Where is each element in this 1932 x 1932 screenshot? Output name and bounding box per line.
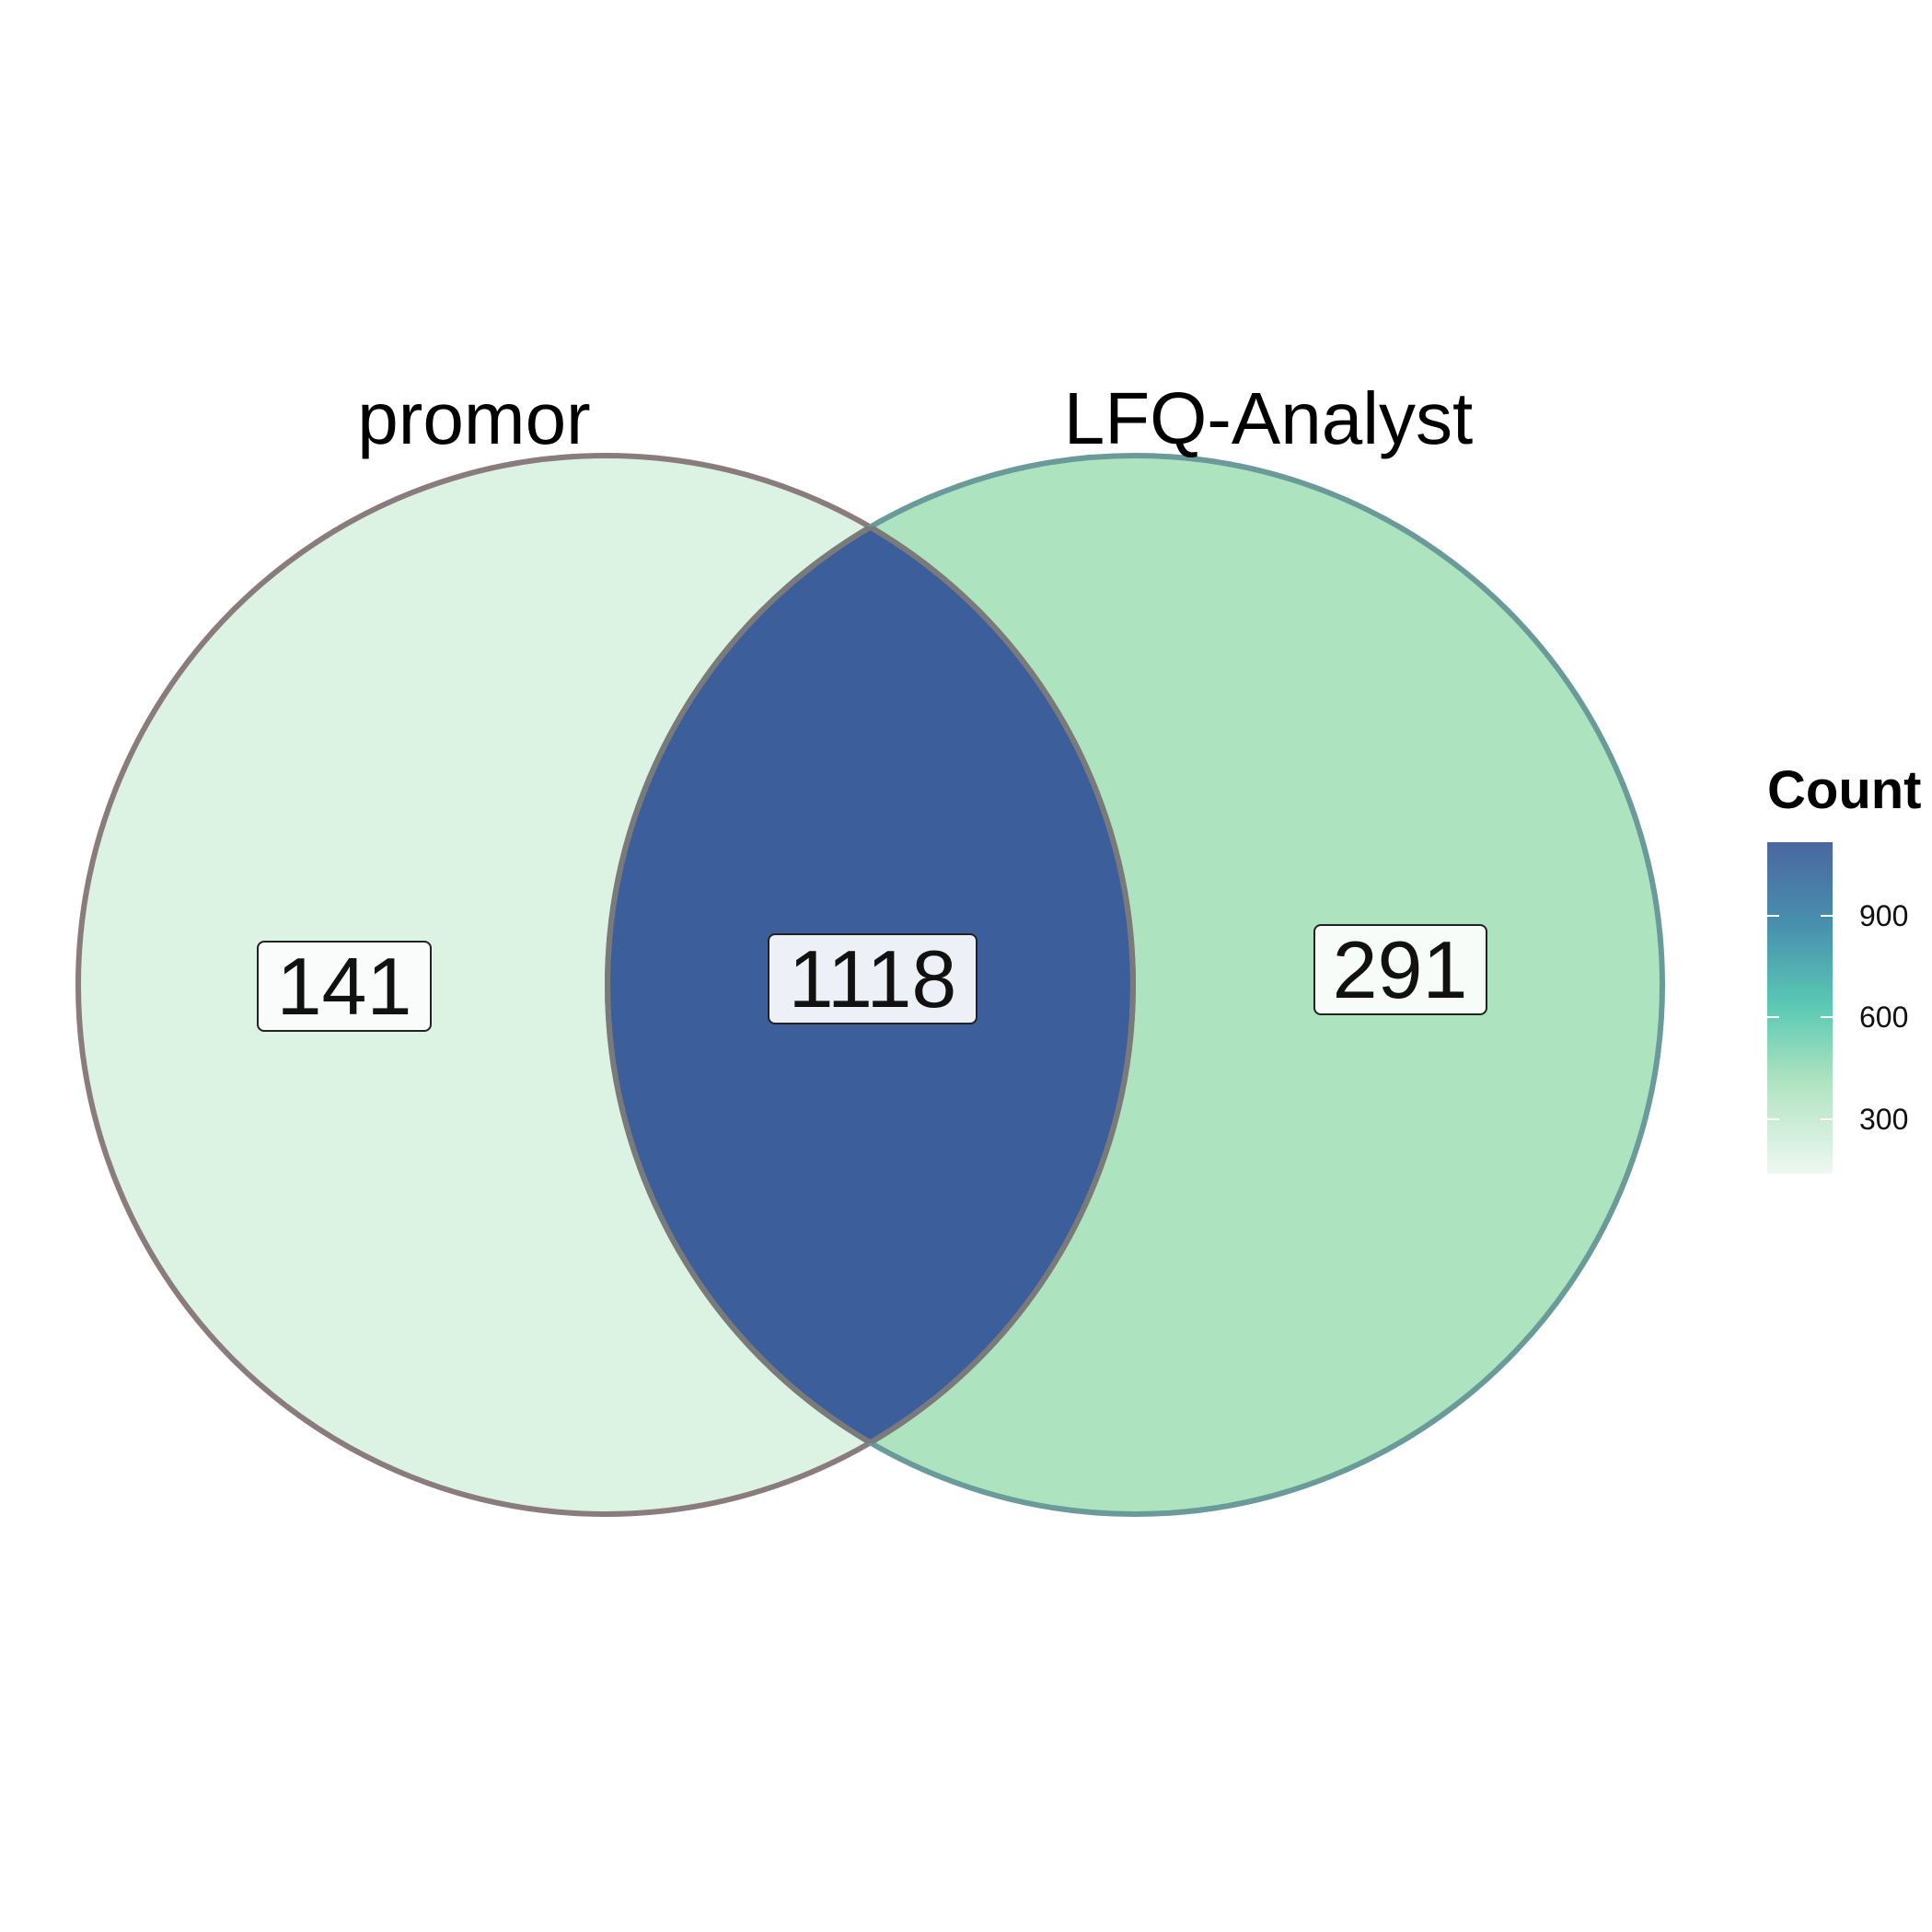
- count-label-intersection: 1118: [789, 933, 957, 1024]
- region-intersection: [607, 456, 1133, 1514]
- set-label-lfq-analyst: LFQ-Analyst: [1064, 377, 1474, 459]
- count-label-promor-only: 141: [277, 941, 412, 1032]
- set-label-promor: promor: [357, 377, 590, 459]
- count-box-intersection: 1118: [768, 933, 978, 1024]
- count-box-promor-only: 141: [257, 941, 432, 1032]
- count-box-lfq-only: 291: [1313, 924, 1487, 1015]
- legend-tick-label-300: 300: [1859, 1103, 1908, 1136]
- legend-colorbar: [1767, 842, 1833, 1174]
- legend-tick-label-900: 900: [1859, 899, 1908, 932]
- legend-title: Count: [1767, 760, 1922, 820]
- legend: Count 900 600 300: [1767, 760, 1922, 1174]
- count-label-lfq-only: 291: [1333, 924, 1468, 1015]
- intersection-outline-left: [607, 456, 1136, 1514]
- legend-tick-label-600: 600: [1859, 1001, 1908, 1034]
- intersection-outline: [605, 456, 1133, 1514]
